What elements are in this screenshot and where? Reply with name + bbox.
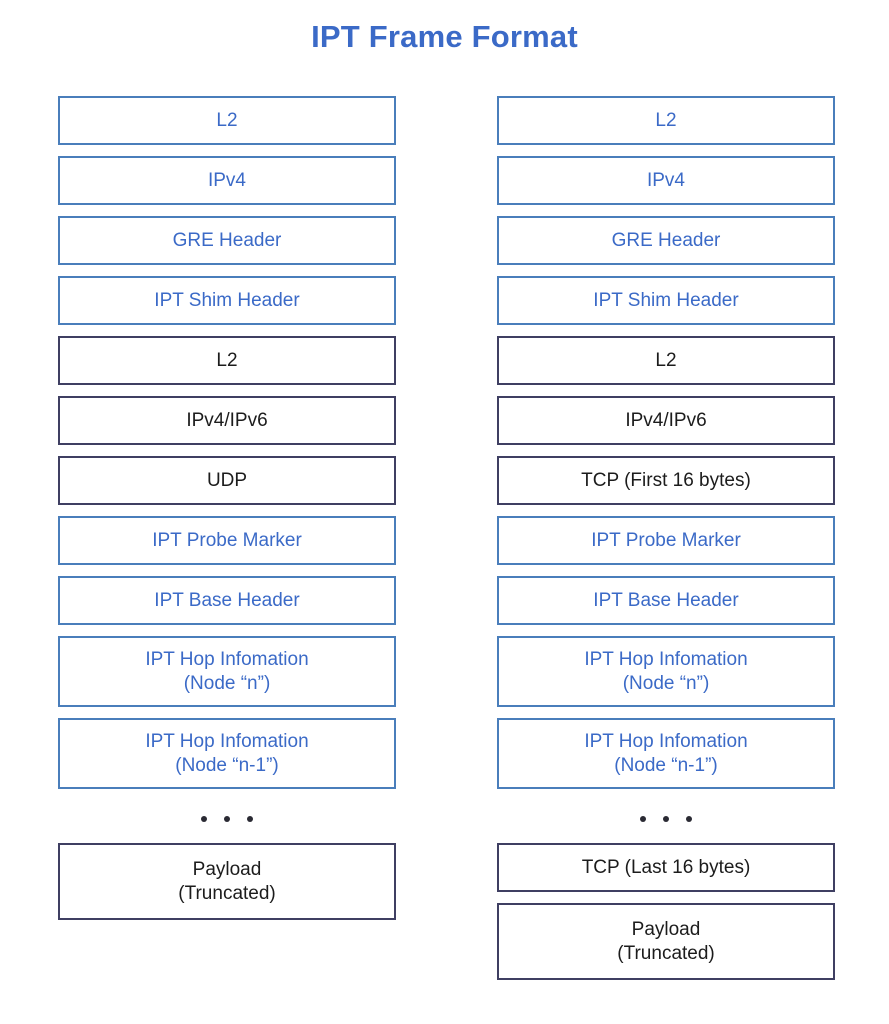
- frame-layer-box: TCP (First 16 bytes): [497, 456, 835, 505]
- frame-layer-label: IPT Base Header: [154, 589, 300, 611]
- frame-layer-box: IPT Base Header: [497, 576, 835, 625]
- frame-layer-label: IPT Hop Infomation: [145, 730, 309, 752]
- frame-layer-box: GRE Header: [58, 216, 396, 265]
- page-title: IPT Frame Format: [311, 19, 578, 54]
- frame-layer-box: IPT Shim Header: [58, 276, 396, 325]
- frame-layer-box: IPT Hop Infomation(Node “n”): [58, 636, 396, 707]
- frame-layer-sublabel: (Node “n-1”): [614, 754, 718, 776]
- frame-layer-sublabel: (Node “n-1”): [175, 754, 279, 776]
- frame-layer-label: IPv4/IPv6: [186, 409, 268, 431]
- frame-layer-box: IPv4/IPv6: [497, 396, 835, 445]
- frame-layer-label: UDP: [206, 469, 248, 491]
- frame-layer-box: IPT Probe Marker: [497, 516, 835, 565]
- frame-layer-box: TCP (Last 16 bytes): [497, 843, 835, 892]
- frame-layer-label: L2: [655, 109, 677, 131]
- frame-layer-box: IPv4: [58, 156, 396, 205]
- frame-layer-box: IPv4/IPv6: [58, 396, 396, 445]
- frame-layer-label: Payload: [192, 858, 262, 880]
- frame-layer-box: L2: [497, 96, 835, 145]
- frame-layer-label: L2: [216, 109, 238, 131]
- frame-layer-label: IPT Hop Infomation: [584, 648, 748, 670]
- frame-layer-box: GRE Header: [497, 216, 835, 265]
- frame-layer-label: L2: [655, 349, 677, 371]
- ellipsis-dot-icon: [686, 816, 692, 822]
- frame-layer-box: IPT Hop Infomation(Node “n-1”): [497, 718, 835, 789]
- frame-layer-box: IPT Hop Infomation(Node “n”): [497, 636, 835, 707]
- ellipsis-dot-icon: [224, 816, 230, 822]
- ellipsis-dot-icon: [201, 816, 207, 822]
- ellipsis-dot-icon: [663, 816, 669, 822]
- frame-layer-label: IPT Shim Header: [593, 289, 739, 311]
- frame-layer-label: IPT Hop Infomation: [584, 730, 748, 752]
- frame-layer-label: L2: [216, 349, 238, 371]
- frame-layer-box: L2: [58, 336, 396, 385]
- frame-layer-box: L2: [58, 96, 396, 145]
- frame-layer-label: IPT Hop Infomation: [145, 648, 309, 670]
- frame-layer-box: IPv4: [497, 156, 835, 205]
- frame-layer-label: IPT Probe Marker: [152, 529, 302, 551]
- frame-layer-label: IPv4: [646, 169, 686, 191]
- frame-layer-label: IPv4/IPv6: [625, 409, 707, 431]
- frame-layer-box: IPT Shim Header: [497, 276, 835, 325]
- frame-layer-box: L2: [497, 336, 835, 385]
- frame-layer-sublabel: (Truncated): [617, 942, 715, 964]
- ellipsis-continuation: [497, 800, 835, 838]
- frame-layer-label: IPT Base Header: [593, 589, 739, 611]
- frame-layer-label: IPT Shim Header: [154, 289, 300, 311]
- frame-layer-label: TCP (First 16 bytes): [581, 469, 751, 491]
- frame-layer-box: Payload(Truncated): [58, 843, 396, 920]
- frame-layer-label: TCP (Last 16 bytes): [581, 856, 751, 878]
- frame-layer-box: IPT Probe Marker: [58, 516, 396, 565]
- frame-layer-box: IPT Hop Infomation(Node “n-1”): [58, 718, 396, 789]
- frame-layer-label: GRE Header: [611, 229, 721, 251]
- ellipsis-dot-icon: [247, 816, 253, 822]
- frame-layer-box: IPT Base Header: [58, 576, 396, 625]
- frame-layer-sublabel: (Node “n”): [622, 672, 710, 694]
- frame-layer-box: UDP: [58, 456, 396, 505]
- frame-layer-label: Payload: [631, 918, 701, 940]
- ellipsis-dot-icon: [640, 816, 646, 822]
- ellipsis-continuation: [58, 800, 396, 838]
- frame-layer-label: GRE Header: [172, 229, 282, 251]
- frame-layer-label: IPT Probe Marker: [591, 529, 741, 551]
- frame-layer-label: IPv4: [207, 169, 247, 191]
- frame-layer-box: Payload(Truncated): [497, 903, 835, 980]
- frame-layer-sublabel: (Truncated): [178, 882, 276, 904]
- frame-layer-sublabel: (Node “n”): [183, 672, 271, 694]
